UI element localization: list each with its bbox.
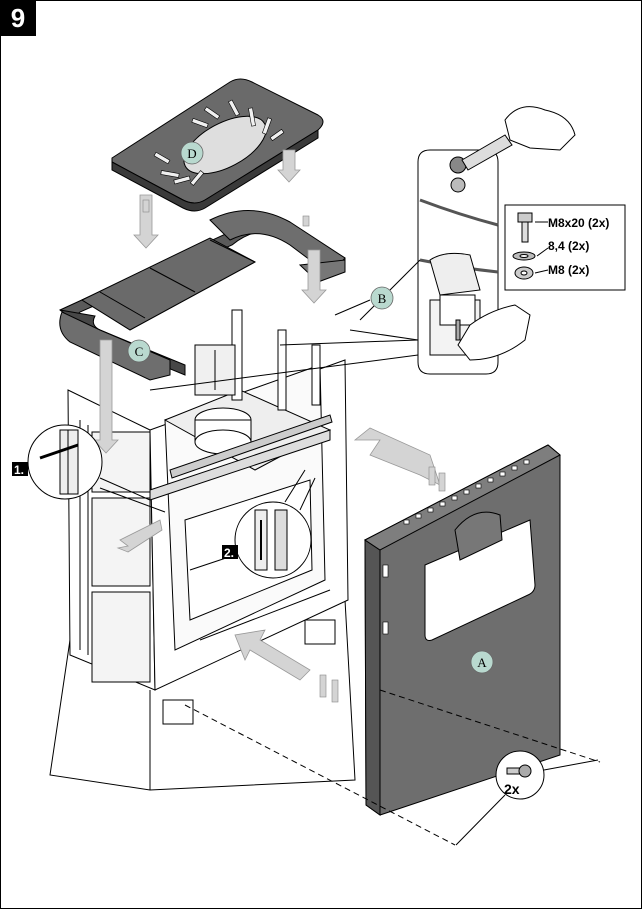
side-panel-a <box>364 444 561 816</box>
step-number-badge: 9 <box>0 0 36 36</box>
callout-a: A <box>470 650 494 674</box>
callout-b: B <box>334 286 394 316</box>
sub-step-2-badge <box>222 545 238 559</box>
callout-d: D <box>180 141 204 165</box>
guide-arrows <box>93 149 441 681</box>
screw-icon <box>506 764 532 778</box>
nut-spec-label: M8 (2x) <box>548 263 589 277</box>
nut-icon <box>514 266 534 280</box>
callout-b-label: B <box>378 291 387 306</box>
callout-a-label: A <box>477 655 487 670</box>
screw-quantity-label: 2x <box>504 781 520 797</box>
hardware-list: M8x20 (2x) 8,4 (2x) M8 (2x) <box>504 204 626 291</box>
washer-spec-label: 8,4 (2x) <box>548 239 589 253</box>
detail-circle-2 <box>234 469 316 579</box>
sub-step-1-label: 1. <box>14 463 24 477</box>
bolt-spec-label: M8x20 (2x) <box>548 216 609 230</box>
callout-c-label: C <box>135 344 144 359</box>
callout-d-label: D <box>187 146 196 161</box>
washer-icon <box>512 251 536 261</box>
detail-inset-bolt <box>149 106 576 391</box>
screw-detail <box>184 689 601 846</box>
top-plate-d <box>111 78 324 212</box>
sub-step-2-label: 2. <box>224 546 234 560</box>
callout-c: C <box>127 339 151 363</box>
detail-circle-1 <box>27 424 166 513</box>
bolt-icon <box>517 212 533 243</box>
guide-arrow-tails <box>142 199 446 703</box>
top-cover-c <box>59 210 346 381</box>
sub-step-1-badge <box>12 462 28 476</box>
